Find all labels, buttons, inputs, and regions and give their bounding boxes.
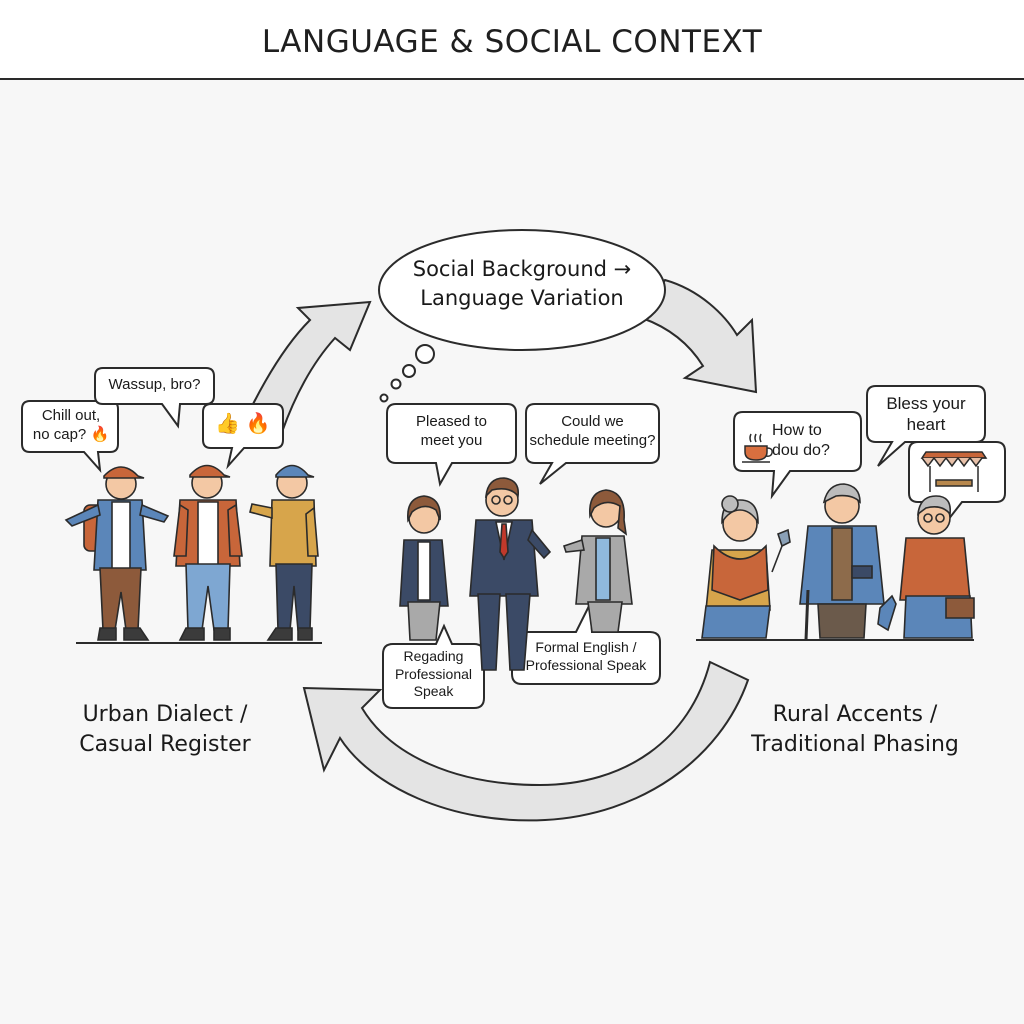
bubble-text-span: no cap? [32,425,87,443]
caption-line: Traditional Phasing [751,731,959,757]
bubble-line: Professional [394,665,473,682]
urban-bubble-emoji-text: 👍 🔥 [203,412,283,437]
professional-woman-left [399,495,449,641]
bubble-line: Bless your [886,394,966,413]
urban-person-2 [173,464,243,641]
speech-bubble-schedule [525,403,660,485]
speech-bubble-chill-out [21,400,119,474]
fire-icon: 🔥 [90,425,110,443]
rural-grandma-left [701,495,791,639]
pro-bubble-formal-text: Formal English / Professional Speak [512,639,660,674]
urban-person-3 [249,464,319,641]
rural-grandpa-center [799,483,885,641]
caption-line: Casual Register [79,731,251,757]
cycle-arrow-bottom [302,660,750,822]
caption-line: Urban Dialect / [82,702,248,727]
thumbs-up-icon: 👍 [215,413,241,435]
speech-bubble-wassup [94,367,215,429]
bubble-line: Speak [413,683,454,699]
thought-dot [379,393,389,403]
header-divider [0,78,1024,80]
speech-bubble-bless [866,385,986,467]
bubble-line: Chill out, [41,407,101,424]
speech-bubble-regading [382,623,485,709]
center-thought-bubble [378,229,666,351]
header-bar [0,0,1024,80]
market-stall-icon [920,451,988,492]
urban-caption: Urban Dialect / Casual Register [60,700,270,759]
professional-man-center [469,477,552,671]
caption-line: Rural Accents / [772,702,938,727]
pro-bubble-schedule-text: Could we schedule meeting? [526,413,659,451]
cycle-arrow-upper-left [248,300,372,434]
bubble-line: Formal English / [535,639,637,655]
page-title: LANGUAGE & SOCIAL CONTEXT [261,24,763,60]
bubble-line: no cap? 🔥 [24,426,118,445]
fire-icon: 🔥 [245,413,271,435]
speech-bubble-how-to [733,411,862,500]
bubble-line: Pleased to [416,413,487,430]
speech-bubble-pleased [386,403,517,487]
center-node-line-1: Social Background → [412,257,632,281]
bubble-line: meet you [420,431,483,449]
bubble-line: Regading [403,648,464,664]
urban-person-1 [64,466,170,641]
thought-dot [402,364,416,378]
urban-bubble-chill-out-text: Chill out, no cap? 🔥 [24,407,118,445]
bubble-line: dou do? [772,442,830,459]
speech-bubble-emoji [202,403,284,470]
bubble-line: Could we [561,413,624,430]
cycle-arrow-upper-right [640,278,758,394]
thought-dot [415,344,435,364]
pro-bubble-pleased-text: Pleased to meet you [387,413,516,451]
bubble-line: How to [772,422,822,439]
rural-caption: Rural Accents / Traditional Phasing [740,700,970,759]
rural-bubble-how-to-text: How to dou do? [772,421,856,461]
bubble-line: Professional Speak [525,656,647,673]
urban-bubble-wassup-text: Wassup, bro? [108,376,201,393]
rural-grandma-right [877,495,975,639]
bubble-line: schedule meeting? [529,431,656,449]
bubble-line: heart [906,415,946,435]
center-node-text: Social Background → Language Variation [392,256,652,312]
teacup-icon [742,433,773,463]
pro-bubble-regading-text: Regading Professional Speak [383,648,484,701]
thought-dot [390,378,402,390]
professional-woman-right [562,489,633,633]
rural-bubble-bless-text: Bless your heart [867,393,985,436]
center-node-line-2: Language Variation [420,286,624,311]
